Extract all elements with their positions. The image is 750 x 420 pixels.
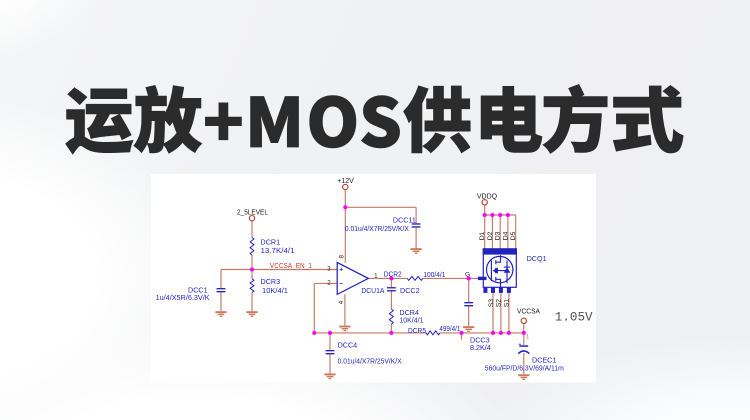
svg-text:DCC2: DCC2 xyxy=(400,286,420,295)
svg-text:13.7K/4/1: 13.7K/4/1 xyxy=(261,246,295,255)
svg-text:1.05V: 1.05V xyxy=(555,310,593,324)
svg-text:DCQ1: DCQ1 xyxy=(527,254,547,263)
svg-text:VCCSA_EN_1: VCCSA_EN_1 xyxy=(270,263,312,270)
svg-text:S3: S3 xyxy=(488,299,495,308)
svg-text:+: + xyxy=(518,342,522,348)
svg-text:0.01u/4/X7R/25V/K/X: 0.01u/4/X7R/25V/K/X xyxy=(338,357,402,366)
svg-text:8: 8 xyxy=(338,255,345,259)
svg-text:560u/FP/D/6.3V/69/A/11m: 560u/FP/D/6.3V/69/A/11m xyxy=(485,364,564,373)
svg-text:D5: D5 xyxy=(510,231,517,240)
svg-text:D3: D3 xyxy=(495,231,502,240)
svg-text:S2: S2 xyxy=(496,299,503,308)
svg-text:3: 3 xyxy=(327,265,331,272)
svg-text:DCU1A: DCU1A xyxy=(361,286,384,295)
svg-text:DCR4: DCR4 xyxy=(399,308,419,317)
svg-text:DCC3: DCC3 xyxy=(470,335,490,344)
svg-text:0.01u/4/X7R/25V/K/X: 0.01u/4/X7R/25V/K/X xyxy=(345,224,409,233)
svg-text:10K/4/1: 10K/4/1 xyxy=(262,286,288,295)
svg-text:DCR5: DCR5 xyxy=(408,326,426,335)
svg-text:VCCSA: VCCSA xyxy=(517,309,540,316)
svg-text:DCC1: DCC1 xyxy=(188,285,208,294)
svg-text:10K/4/1: 10K/4/1 xyxy=(399,315,423,324)
svg-text:S1: S1 xyxy=(504,299,511,308)
svg-text:100/4/1: 100/4/1 xyxy=(423,270,445,279)
svg-text:2: 2 xyxy=(327,279,331,286)
svg-text:499/4/1: 499/4/1 xyxy=(439,324,460,333)
svg-text:4: 4 xyxy=(338,300,345,304)
svg-text:+12V: +12V xyxy=(337,178,354,185)
svg-text:G: G xyxy=(465,271,470,278)
svg-text:DCEC1: DCEC1 xyxy=(532,356,556,365)
svg-text:DCR3: DCR3 xyxy=(261,277,281,286)
svg-text:DCC4: DCC4 xyxy=(338,341,358,350)
svg-text:DCR2: DCR2 xyxy=(384,269,402,278)
svg-text:8.2K/4: 8.2K/4 xyxy=(470,343,491,352)
svg-text:1: 1 xyxy=(526,334,530,341)
svg-text:D4: D4 xyxy=(502,231,509,240)
svg-text:1u/4/X5R/6.3V/K: 1u/4/X5R/6.3V/K xyxy=(156,293,210,302)
svg-text:VDDQ: VDDQ xyxy=(477,193,498,200)
svg-text:DCR1: DCR1 xyxy=(261,237,281,246)
svg-text:DCC11: DCC11 xyxy=(393,215,416,224)
svg-text:2_5LEVEL: 2_5LEVEL xyxy=(237,209,268,216)
svg-text:D1: D1 xyxy=(479,231,486,240)
svg-text:D2: D2 xyxy=(487,231,494,240)
svg-text:1: 1 xyxy=(374,273,378,280)
